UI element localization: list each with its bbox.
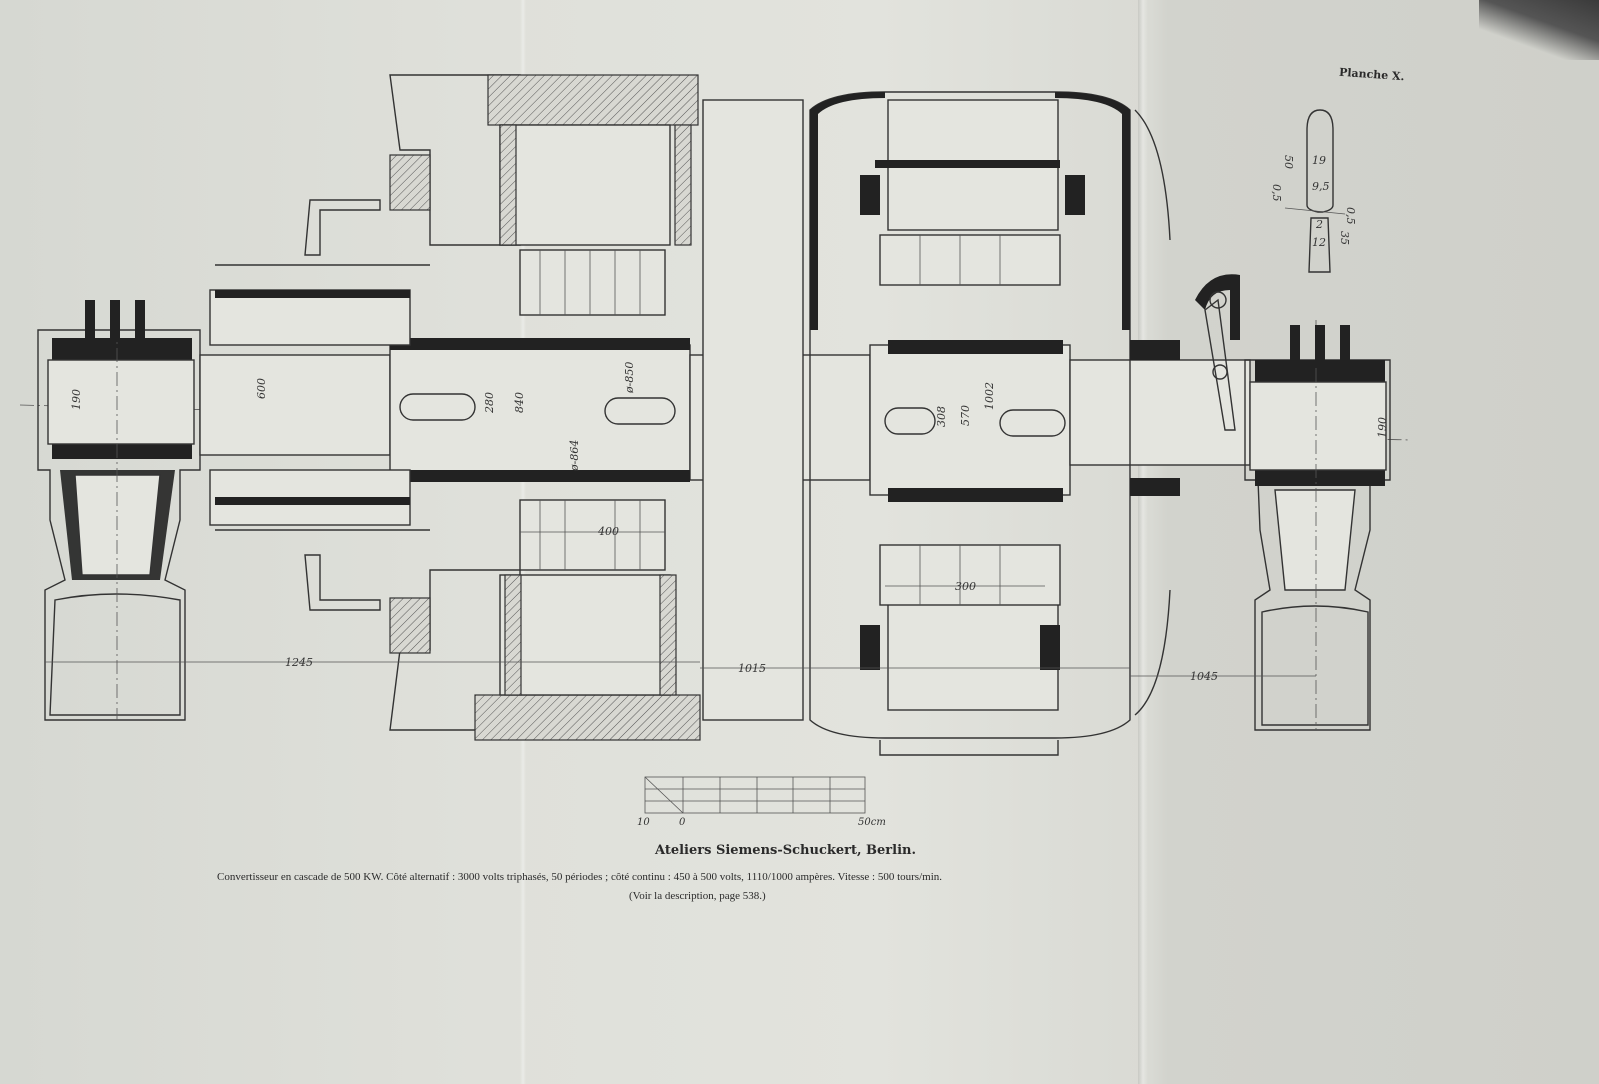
dim-600: 600	[255, 378, 268, 399]
dim-840: 840	[513, 392, 526, 413]
dim-190-right: 190	[1376, 417, 1389, 438]
dimension-lines	[45, 531, 1316, 677]
converter-section	[809, 91, 1180, 756]
inset-dim-12: 12	[1312, 236, 1326, 249]
inset-dim-0-5b: 0,5	[1344, 207, 1357, 225]
inset-dim-9-5: 9,5	[1312, 180, 1330, 193]
dim-400: 400	[597, 525, 619, 538]
shaft	[199, 338, 1251, 502]
dim-864: ø-864	[568, 440, 581, 472]
dim-1245: 1245	[285, 656, 313, 669]
dim-300: 300	[955, 580, 976, 593]
conductor-profile-inset: 50 19 9,5 2 12 35 0,5 0,5	[1270, 109, 1357, 273]
inset-dim-35: 35	[1338, 231, 1351, 245]
dimension-labels: 190 600 280 840 ø-850 ø-864 400 308 570 …	[70, 362, 1389, 683]
inset-dim-2: 2	[1315, 218, 1323, 231]
scale-bar	[644, 776, 866, 814]
scale-label-left: 10	[637, 817, 650, 828]
dim-1015: 1015	[738, 662, 766, 675]
inset-dim-0-5: 0,5	[1270, 184, 1283, 202]
induction-motor-section	[209, 74, 804, 741]
inset-dim-50: 50	[1282, 155, 1295, 169]
book-corner-shadow	[1479, 0, 1599, 60]
dim-280: 280	[483, 392, 496, 414]
plate-title-text: Ateliers Siemens-Schuckert, Berlin.	[654, 843, 917, 858]
dim-1045: 1045	[1190, 670, 1218, 683]
plate-title: Ateliers Siemens-Schuckert, Berlin.	[0, 843, 1599, 858]
page-reference: (Voir la description, page 538.)	[629, 890, 766, 902]
dim-190: 190	[70, 389, 83, 410]
scale-label-zero: 0	[679, 817, 686, 828]
scale-label-right: 50cm	[858, 817, 886, 828]
inset-dim-19: 19	[1312, 154, 1326, 167]
dim-308: 308	[935, 406, 948, 427]
left-bearing-pedestal	[37, 300, 201, 721]
brush-holder-arm	[1195, 274, 1240, 431]
dim-1002: 1002	[983, 382, 996, 410]
plate-caption: Convertisseur en cascade de 500 KW. Côté…	[217, 871, 943, 883]
right-bearing-pedestal	[1244, 320, 1391, 731]
dim-570: 570	[959, 405, 972, 426]
page-fold	[1138, 0, 1148, 1084]
dim-850: ø-850	[623, 362, 636, 394]
